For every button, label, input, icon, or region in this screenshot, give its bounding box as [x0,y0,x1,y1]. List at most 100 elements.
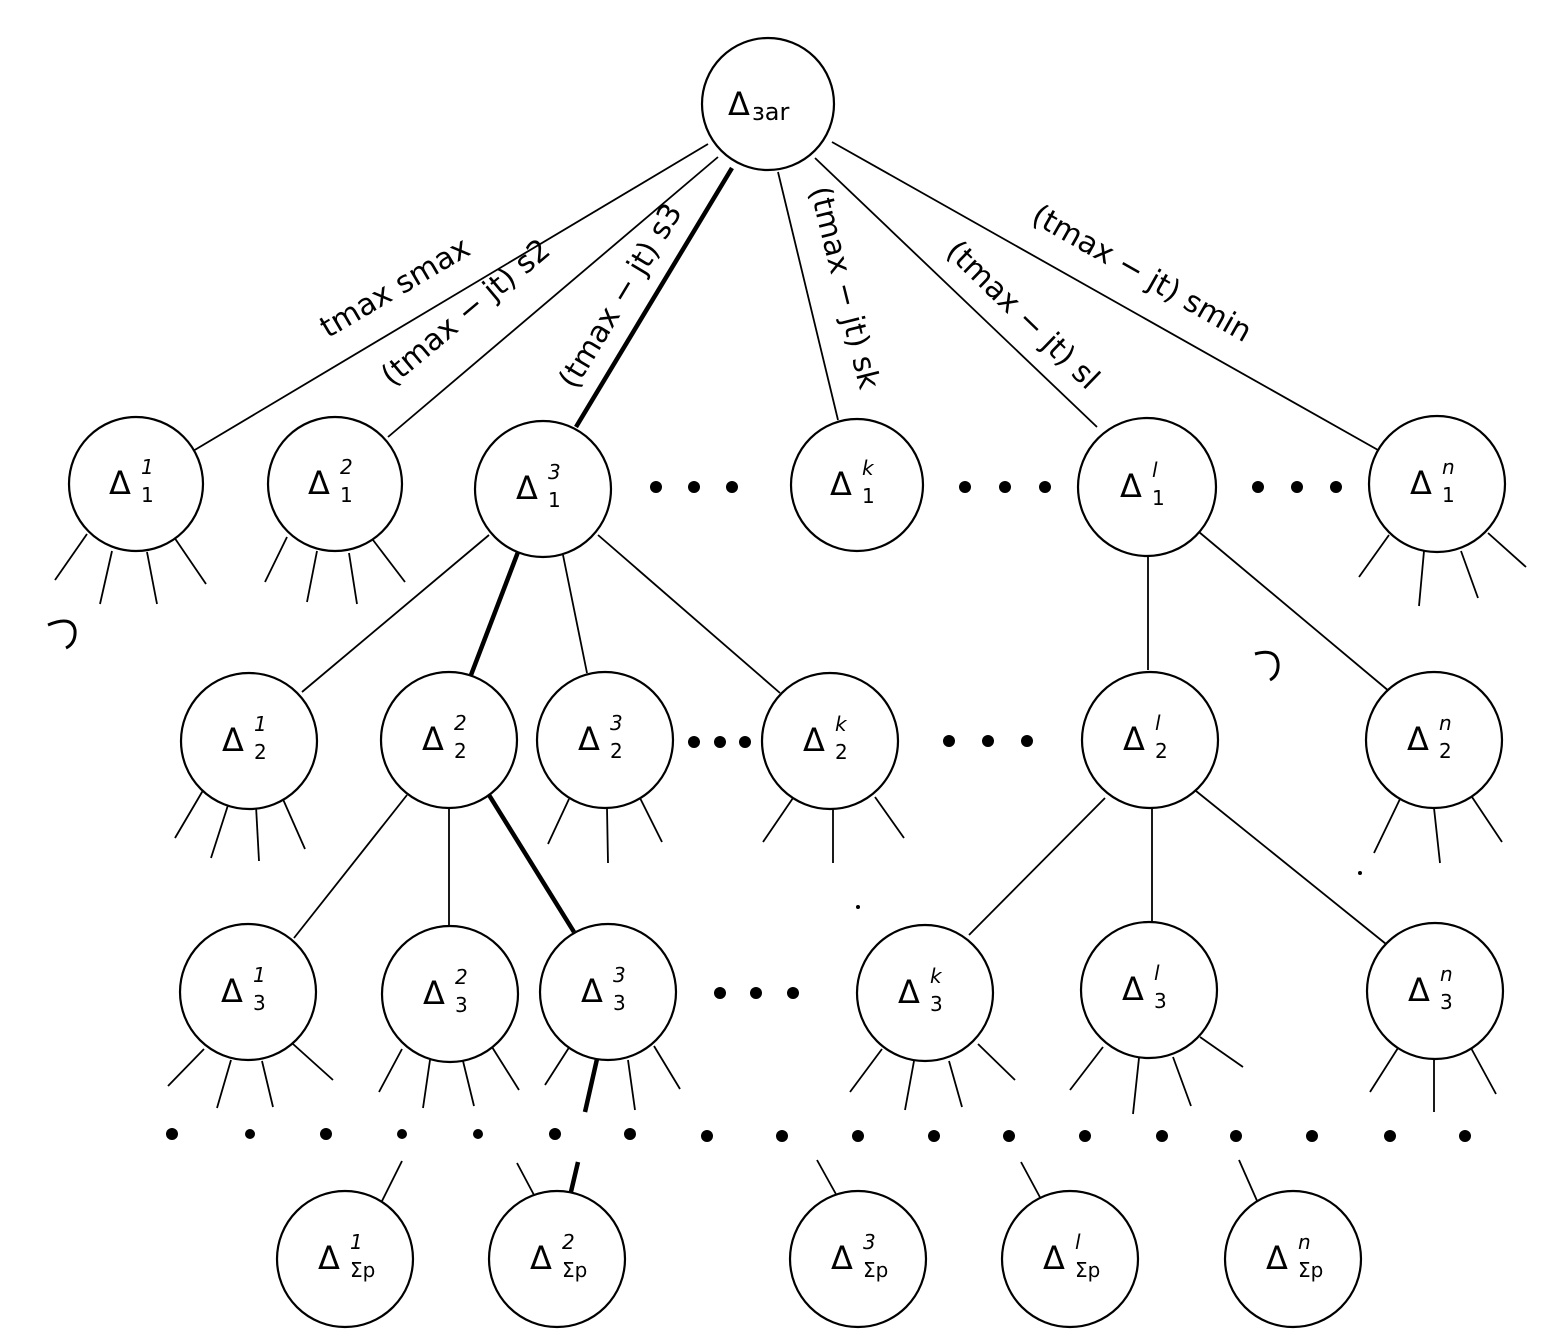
node-n11-sup: 1 [141,455,154,479]
node-n3k-sub: 3 [930,992,943,1016]
edge-root-n12 [387,156,719,438]
edge-root-n1k [777,171,839,421]
node-n3n-sub: 3 [1440,990,1453,1014]
node-np2-sup: 2 [562,1230,575,1254]
node-n2n-sub: 2 [1439,739,1452,763]
edge-n2l-n3n [1195,790,1387,945]
node-n3l-symbol: Δ [1122,970,1144,1008]
node-n13-symbol: Δ [516,469,538,507]
node-n31-sub: 3 [253,991,266,1015]
node-n31-sup: 1 [253,963,266,987]
node-n22-sub: 2 [454,739,467,763]
node-n3k-symbol: Δ [898,973,920,1011]
edge-root-n1l [814,157,1098,428]
node-n13-sub: 1 [548,488,561,512]
stubs-n33 [544,1045,681,1113]
node-n12-sub: 1 [340,483,353,507]
edge-root-n1n [831,141,1379,451]
node-npl-symbol: Δ [1043,1239,1065,1277]
node-root-symbol: Δ [728,85,750,123]
edge-stub-npn [1238,1159,1259,1204]
node-n2n-symbol: Δ [1407,720,1429,758]
node-n32-sub: 3 [455,993,468,1017]
node-n3k-sup: k [930,964,943,988]
node-np3-sub: Σp [863,1258,888,1282]
node-n1l-symbol: Δ [1120,467,1142,505]
node-np3-sup: 3 [863,1230,876,1254]
stubs-n11 [54,533,207,605]
node-n21-symbol: Δ [222,721,244,759]
node-n33-sup: 3 [613,963,626,987]
node-n2k-sup: k [835,712,848,736]
stubs-n23 [547,797,663,864]
edge-n13-n23 [562,554,588,674]
stubs-n3n [1369,1047,1497,1112]
edge-n13-n2k [597,534,781,694]
stubs-n31 [167,1043,334,1109]
stubs-n3k [849,1043,1016,1111]
node-n33-symbol: Δ [581,972,603,1010]
ellipsis-level3 [714,987,799,999]
ellipsis-level2-a [688,736,751,748]
node-n32-sup: 2 [455,965,468,989]
node-n23-sup: 3 [610,711,623,735]
node-n2l-sup: l [1155,711,1161,735]
edge-stub-np3 [816,1159,838,1197]
node-npn-sup: n [1298,1230,1311,1254]
node-n12-sup: 2 [340,455,353,479]
node-n1l-sup: l [1152,458,1158,482]
node-n1l-sub: 1 [1152,486,1165,510]
stubs-n2n [1373,796,1503,864]
node-n21-sub: 2 [254,740,267,764]
node-n1k-sub: 1 [862,484,875,508]
edge-n22-n33-optimal [487,793,576,934]
edge-n13-n22-optimal [468,551,521,676]
scan-specks [47,619,1362,909]
edge-n13-n21 [301,534,490,693]
node-npn-sub: Σp [1298,1258,1323,1282]
edge-stub-np2a [516,1162,535,1196]
node-np1-sub: Σp [350,1258,375,1282]
node-n32-symbol: Δ [423,974,445,1012]
node-npn-symbol: Δ [1266,1239,1288,1277]
node-n1n-sup: n [1442,455,1455,479]
node-n2l-symbol: Δ [1123,720,1145,758]
stubs-n21 [174,786,306,862]
node-n1k-sup: k [862,456,875,480]
node-n11-sub: 1 [141,483,154,507]
edge-root-n11 [192,143,709,452]
node-n21-sup: 1 [254,712,267,736]
edge-root-n13-optimal [574,166,734,429]
stubs-n32 [378,1046,520,1109]
node-n23-sub: 2 [610,739,623,763]
node-np3-symbol: Δ [831,1239,853,1277]
node-root: Δ зar [700,36,836,172]
stubs-n3l [1069,1036,1244,1115]
node-n2k-sub: 2 [835,740,848,764]
node-n23-symbol: Δ [578,720,600,758]
node-n3l-sup: l [1154,961,1160,985]
edge-label-e3: (tmax − jt) s3 [552,197,690,394]
stubs-n1n [1358,532,1527,607]
node-n3l-sub: 3 [1154,989,1167,1013]
node-n2l-sub: 2 [1155,739,1168,763]
